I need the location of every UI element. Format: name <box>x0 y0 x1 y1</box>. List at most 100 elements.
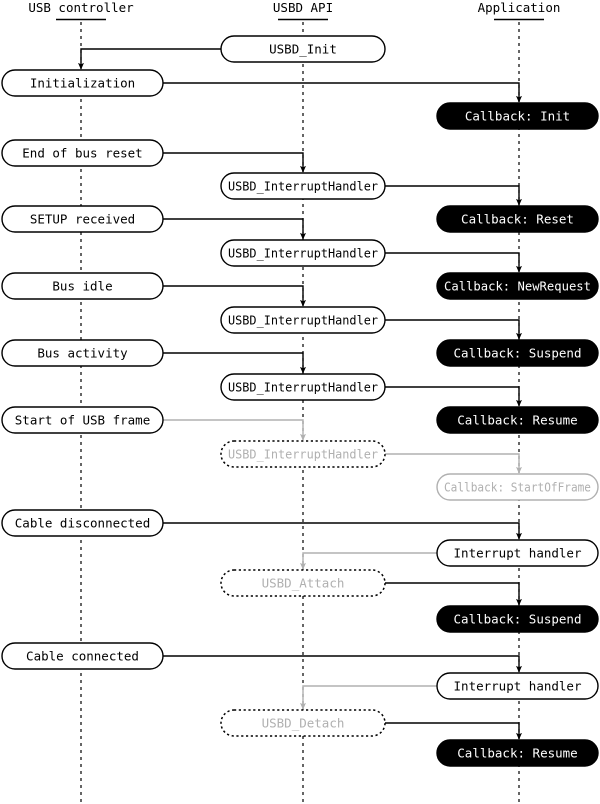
node-cb-resume-2[interactable]: Callback: Resume <box>436 739 599 767</box>
edge-bus-idle-to-ih-3 <box>163 285 306 307</box>
node-bus-activity[interactable]: Bus activity <box>1 339 164 367</box>
node-shape-cb-suspend-1 <box>436 339 599 367</box>
node-setup-received[interactable]: SETUP received <box>1 205 164 233</box>
node-label-ih-1: USBD_InterruptHandler <box>228 179 378 194</box>
node-shape-setup-received <box>1 205 164 233</box>
node-label-usbd-detach: USBD_Detach <box>262 716 345 731</box>
edge-start-usb-frame-to-ih-5 <box>163 419 306 441</box>
node-cb-suspend-1[interactable]: Callback: Suspend <box>436 339 599 367</box>
node-label-cb-newrequest: Callback: NewRequest <box>444 279 591 294</box>
node-label-start-usb-frame: Start of USB frame <box>15 413 150 428</box>
node-shape-start-usb-frame <box>1 406 164 434</box>
node-shape-cb-init <box>436 102 599 130</box>
node-label-ih-4: USBD_InterruptHandler <box>228 380 378 395</box>
node-shape-usbd-init <box>220 35 386 63</box>
edge-cable-conn-to-int-handler-2 <box>163 655 522 673</box>
node-ih-2[interactable]: USBD_InterruptHandler <box>220 239 386 267</box>
node-label-int-handler-1: Interrupt handler <box>454 546 582 561</box>
node-start-usb-frame[interactable]: Start of USB frame <box>1 406 164 434</box>
node-cable-conn[interactable]: Cable connected <box>1 642 164 670</box>
edge-usbd-detach-to-cb-resume-2 <box>385 722 522 740</box>
node-shape-ih-1 <box>220 172 386 200</box>
node-usbd-detach[interactable]: USBD_Detach <box>220 709 386 737</box>
node-label-cb-init: Callback: Init <box>465 109 570 124</box>
node-label-ih-3: USBD_InterruptHandler <box>228 313 378 328</box>
node-end-bus-reset[interactable]: End of bus reset <box>1 139 164 167</box>
node-label-usbd-attach: USBD_Attach <box>262 576 345 591</box>
node-usbd-init[interactable]: USBD_Init <box>220 35 386 63</box>
node-shape-usbd-detach <box>220 709 386 737</box>
edge-usbd-attach-to-cb-suspend-2 <box>385 582 522 606</box>
node-label-bus-idle: Bus idle <box>52 279 112 294</box>
node-cb-init[interactable]: Callback: Init <box>436 102 599 130</box>
node-shape-cable-disconn <box>1 509 164 537</box>
node-shape-cb-resume-1 <box>436 406 599 434</box>
edge-int-handler-1-to-usbd-attach <box>300 552 437 570</box>
node-shape-int-handler-1 <box>436 539 599 567</box>
node-initialization[interactable]: Initialization <box>1 69 164 97</box>
node-shape-ih-5 <box>220 440 386 468</box>
node-shape-cb-reset <box>436 205 599 233</box>
lifeline-usb-controller: USB controller <box>28 0 134 804</box>
node-shape-cb-resume-2 <box>436 739 599 767</box>
node-ih-3[interactable]: USBD_InterruptHandler <box>220 306 386 334</box>
node-int-handler-1[interactable]: Interrupt handler <box>436 539 599 567</box>
node-shape-end-bus-reset <box>1 139 164 167</box>
node-ih-5[interactable]: USBD_InterruptHandler <box>220 440 386 468</box>
edge-ih-2-to-cb-newrequest <box>385 252 522 273</box>
node-shape-bus-idle <box>1 272 164 300</box>
edge-ih-5-to-cb-startofframe <box>385 453 522 474</box>
node-shape-ih-4 <box>220 373 386 401</box>
node-shape-int-handler-2 <box>436 672 599 700</box>
node-label-setup-received: SETUP received <box>30 212 135 227</box>
edge-bus-activity-to-ih-4 <box>163 352 306 374</box>
edge-usbd-init-to-initialization <box>78 48 221 70</box>
node-ih-1[interactable]: USBD_InterruptHandler <box>220 172 386 200</box>
node-shape-ih-2 <box>220 239 386 267</box>
edge-end-bus-reset-to-ih-1 <box>163 152 306 173</box>
node-usbd-attach[interactable]: USBD_Attach <box>220 569 386 597</box>
column-header-usb-controller: USB controller <box>28 0 134 15</box>
node-cable-disconn[interactable]: Cable disconnected <box>1 509 164 537</box>
edge-ih-4-to-cb-resume-1 <box>385 386 522 407</box>
node-cb-suspend-2[interactable]: Callback: Suspend <box>436 605 599 633</box>
edge-setup-received-to-ih-2 <box>163 218 306 240</box>
node-cb-reset[interactable]: Callback: Reset <box>436 205 599 233</box>
node-label-cb-suspend-2: Callback: Suspend <box>454 612 582 627</box>
node-label-cable-disconn: Cable disconnected <box>15 516 150 531</box>
edges-group <box>78 48 522 740</box>
lifeline-usbd-api: USBD API <box>273 0 333 804</box>
node-label-cb-suspend-1: Callback: Suspend <box>454 346 582 361</box>
node-shape-cb-newrequest <box>436 272 599 300</box>
node-label-ih-2: USBD_InterruptHandler <box>228 246 378 261</box>
node-shape-cb-startofframe <box>436 473 599 501</box>
node-label-bus-activity: Bus activity <box>37 346 128 361</box>
edge-ih-1-to-cb-reset <box>385 185 522 206</box>
node-label-end-bus-reset: End of bus reset <box>22 146 142 161</box>
node-bus-idle[interactable]: Bus idle <box>1 272 164 300</box>
node-cb-resume-1[interactable]: Callback: Resume <box>436 406 599 434</box>
node-shape-usbd-attach <box>220 569 386 597</box>
node-ih-4[interactable]: USBD_InterruptHandler <box>220 373 386 401</box>
edge-ih-3-to-cb-suspend-1 <box>385 319 522 340</box>
node-label-ih-5: USBD_InterruptHandler <box>228 447 378 462</box>
node-label-cb-resume-2: Callback: Resume <box>457 746 577 761</box>
column-header-usbd-api: USBD API <box>273 0 333 15</box>
node-shape-initialization <box>1 69 164 97</box>
edge-cable-disconn-to-int-handler-1 <box>163 522 522 540</box>
node-label-usbd-init: USBD_Init <box>269 42 337 57</box>
node-cb-startofframe[interactable]: Callback: StartOfFrame <box>436 473 599 501</box>
node-label-cb-resume-1: Callback: Resume <box>457 413 577 428</box>
node-label-initialization: Initialization <box>30 76 135 91</box>
node-shape-cable-conn <box>1 642 164 670</box>
node-label-int-handler-2: Interrupt handler <box>454 679 582 694</box>
node-label-cb-reset: Callback: Reset <box>461 212 574 227</box>
edge-initialization-to-cb-init <box>163 82 522 103</box>
edge-int-handler-2-to-usbd-detach <box>300 685 437 710</box>
node-cb-newrequest[interactable]: Callback: NewRequest <box>436 272 599 300</box>
node-shape-bus-activity <box>1 339 164 367</box>
node-int-handler-2[interactable]: Interrupt handler <box>436 672 599 700</box>
